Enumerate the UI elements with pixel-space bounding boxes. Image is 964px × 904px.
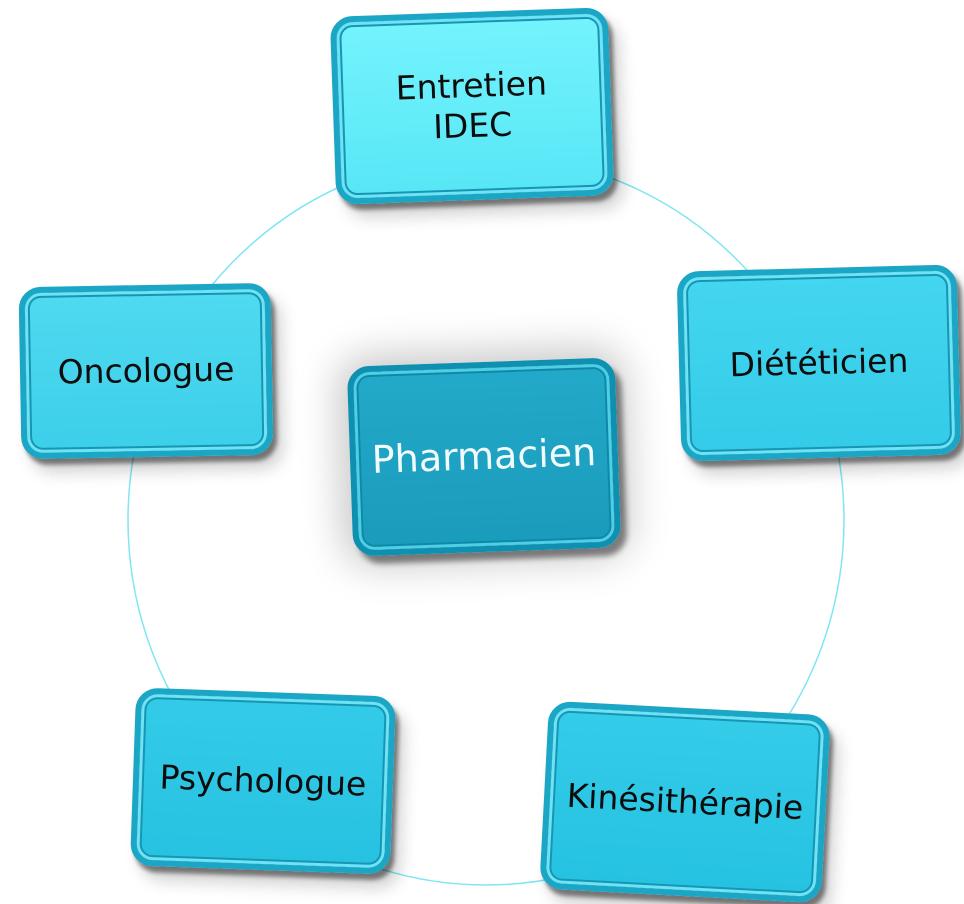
node-oncologue: Oncologue [18,282,274,460]
node-entretien-idec: Entretien IDEC [329,7,615,205]
node-dieteticien: Diététicien [676,264,962,462]
node-label: Diététicien [729,340,909,385]
node-label: Psychologue [158,757,368,804]
center-label: Pharmacien [371,430,597,483]
center-node-pharmacien: Pharmacien [346,357,622,557]
node-kinesitherapie: Kinésithérapie [539,700,831,904]
node-label: Kinésithérapie [565,776,805,828]
node-psychologue: Psychologue [129,687,397,875]
node-label: Oncologue [57,349,235,392]
node-label: Entretien IDEC [395,63,548,147]
